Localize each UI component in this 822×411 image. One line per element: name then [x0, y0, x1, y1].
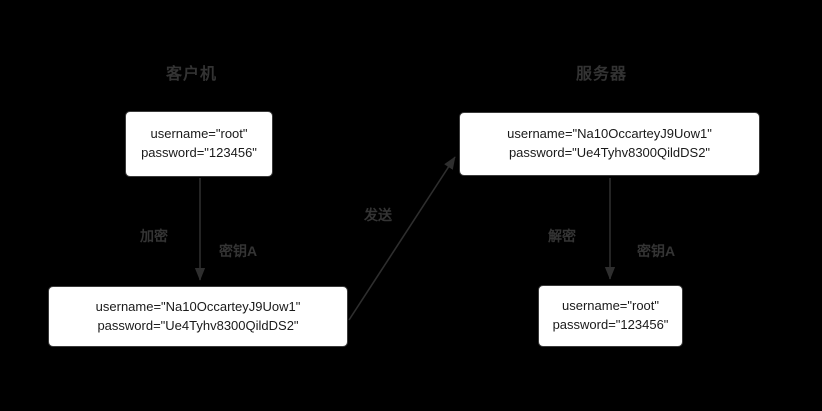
title-server: 服务器 [576, 66, 628, 83]
edge-label-encrypt-key: 密钥A [219, 243, 258, 259]
node-client-ciphertext-password: password="Ue4Tyhv8300QildDS2" [97, 317, 299, 333]
node-server-ciphertext-password: password="Ue4Tyhv8300QildDS2" [508, 145, 711, 160]
edge-send-arrow [348, 156, 456, 321]
edge-label-send: 发送 [364, 207, 392, 223]
node-server-ciphertext[interactable]: username="Na10OccarteyJ9Uow1" password="… [459, 112, 760, 176]
edge-label-encrypt: 加密 [140, 228, 168, 244]
edge-label-decrypt-key: 密钥A [637, 243, 676, 259]
title-client: 客户机 [166, 66, 218, 83]
node-server-plaintext[interactable]: username="root" password="123456" [538, 285, 683, 347]
node-server-ciphertext-username: username="Na10OccarteyJ9Uow1" [507, 126, 712, 142]
edge-label-decrypt: 解密 [548, 228, 576, 244]
node-client-plaintext-password: password="123456" [141, 145, 257, 160]
node-client-plaintext-username: username="root" [150, 126, 248, 142]
node-server-plaintext-username: username="root" [561, 298, 660, 314]
node-client-ciphertext[interactable]: username="Na10OccarteyJ9Uow1" password="… [48, 286, 348, 347]
node-client-plaintext[interactable]: username="root" password="123456" [125, 111, 273, 177]
node-client-ciphertext-username: username="Na10OccarteyJ9Uow1" [95, 298, 301, 314]
node-server-plaintext-password: password="123456" [552, 317, 669, 332]
